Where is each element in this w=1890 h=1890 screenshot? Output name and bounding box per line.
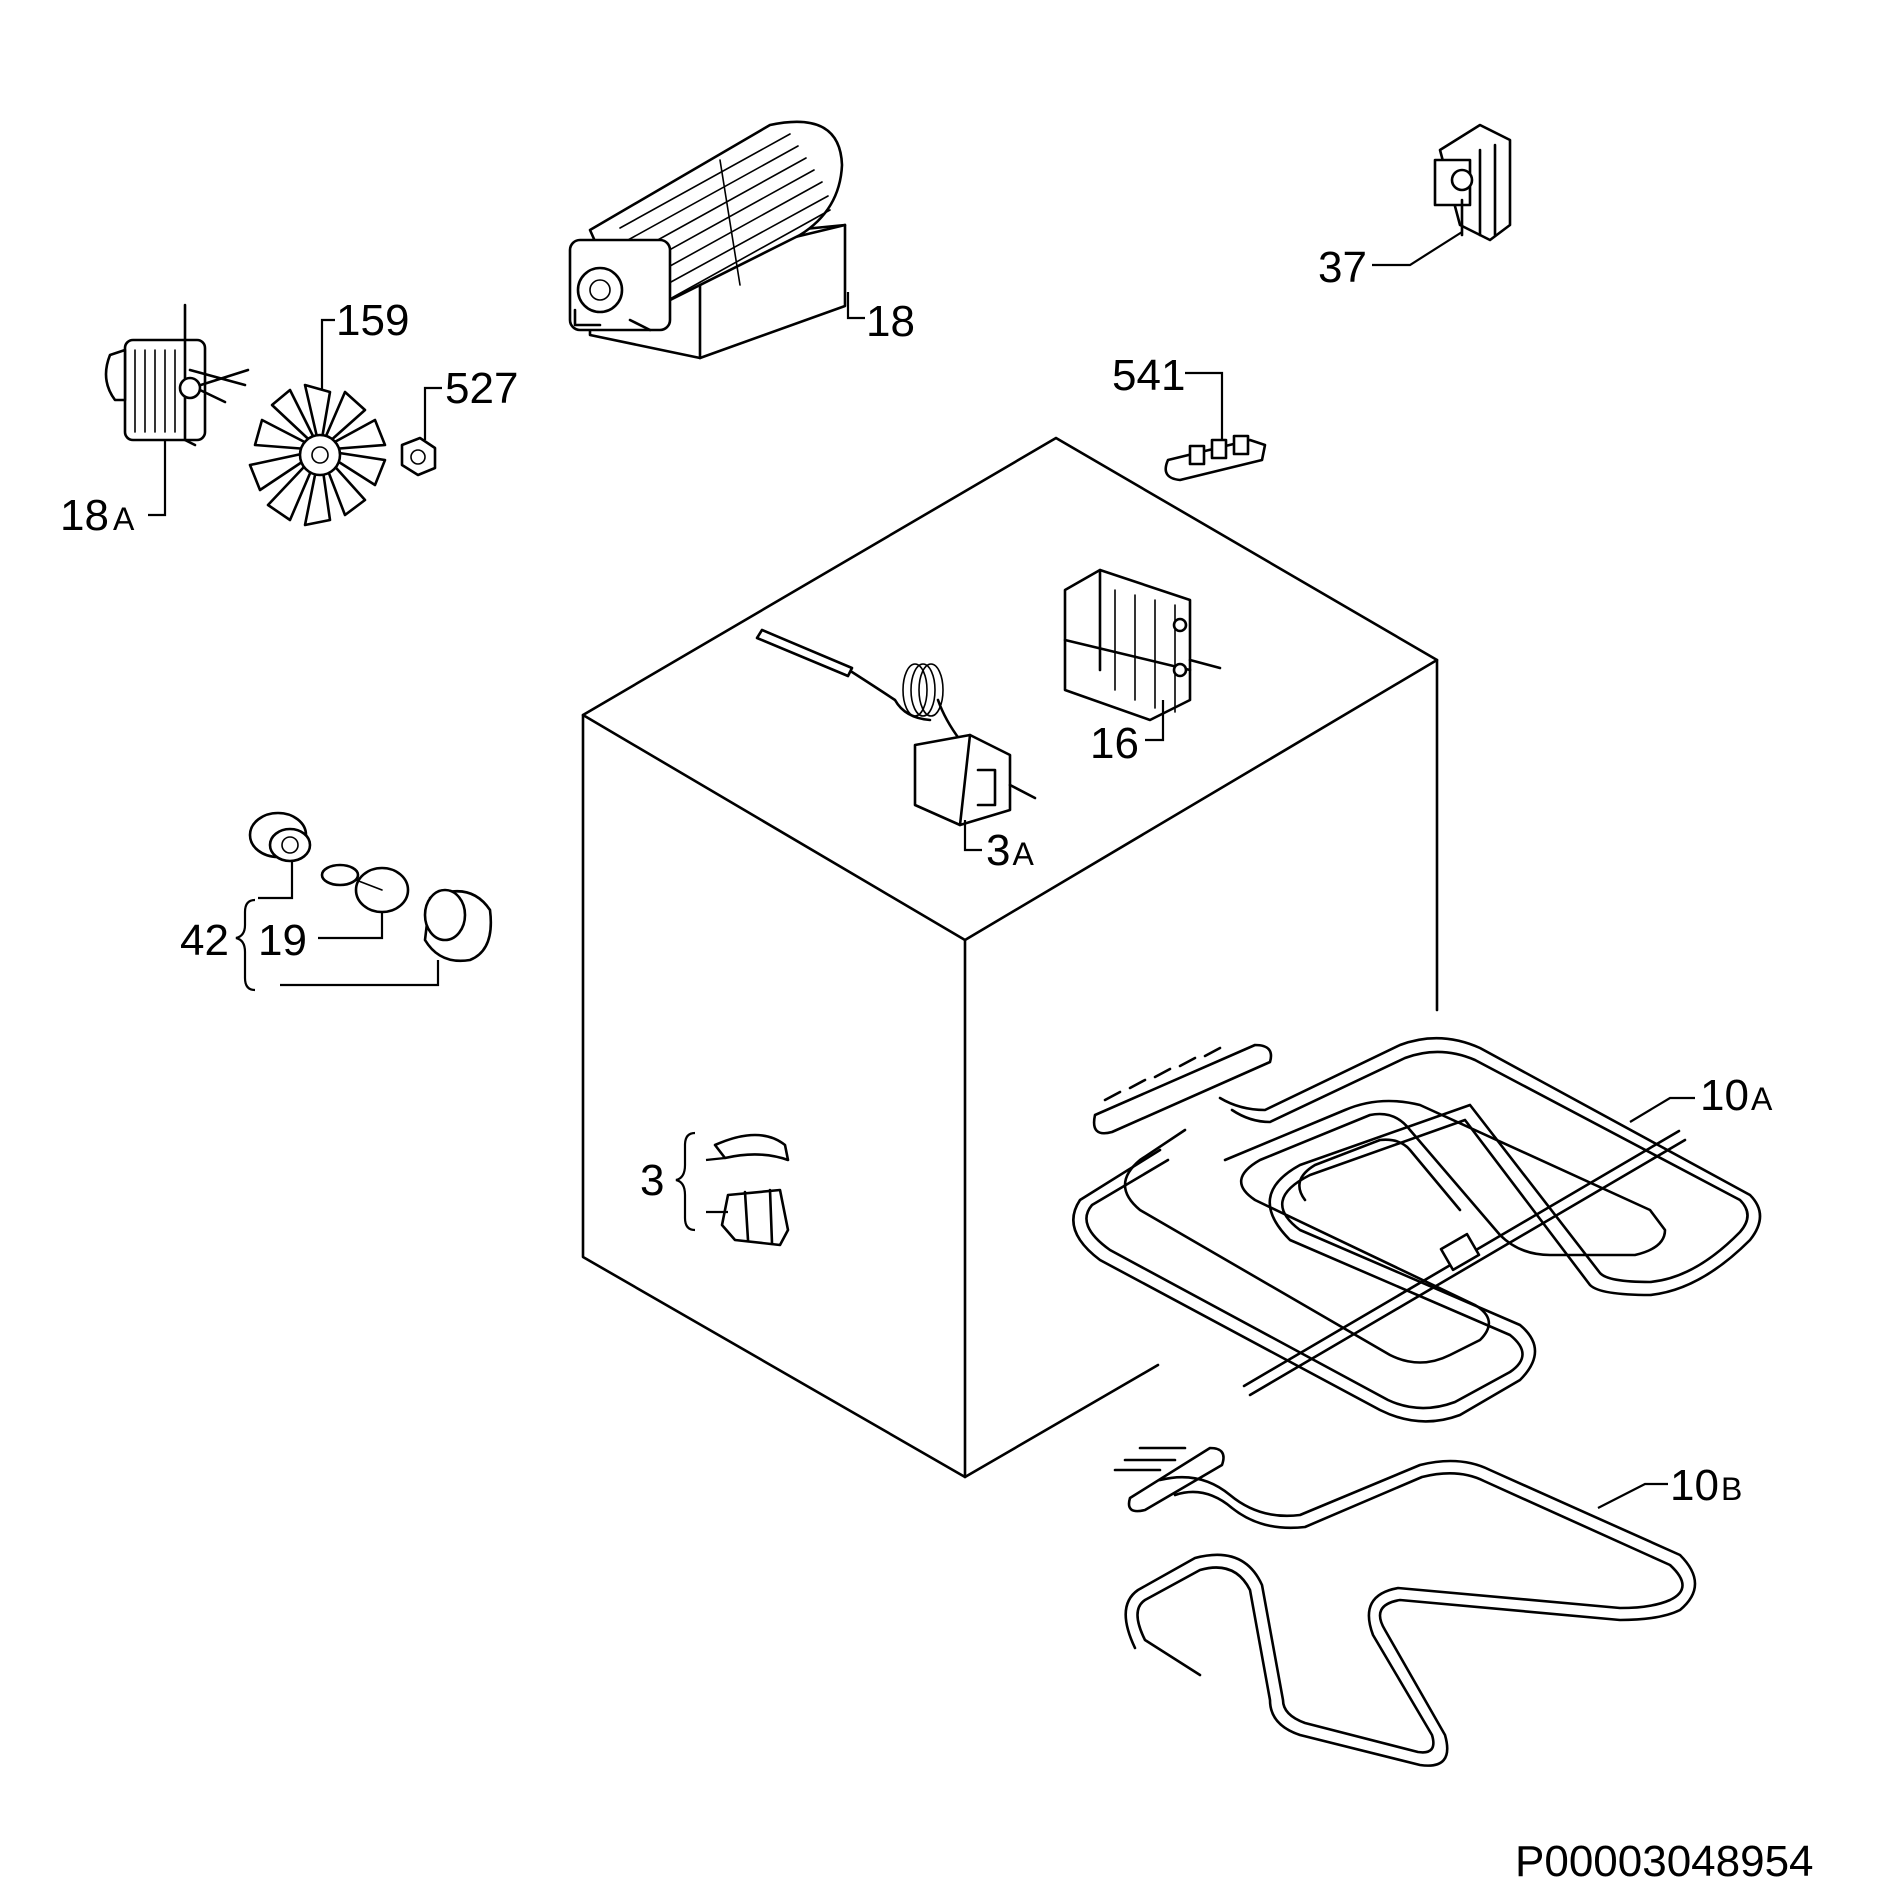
leader-159 bbox=[320, 318, 335, 390]
leader-18 bbox=[846, 292, 865, 320]
label-3: 3 bbox=[640, 1156, 664, 1205]
leader-18a bbox=[148, 440, 167, 517]
leader-10b bbox=[1597, 1482, 1668, 1509]
clip-part-upper bbox=[713, 1133, 790, 1162]
label-16: 16 bbox=[1090, 719, 1139, 768]
leader-3-upper bbox=[705, 1156, 726, 1162]
label-10a: 10A bbox=[1700, 1071, 1773, 1120]
lamp-bulb-part-19 bbox=[320, 863, 410, 914]
selector-switch-part-16 bbox=[1063, 568, 1222, 722]
lamp-holder-part bbox=[248, 811, 312, 863]
label-159: 159 bbox=[336, 296, 409, 345]
nut-part-527 bbox=[400, 436, 437, 477]
leader-16 bbox=[1145, 700, 1165, 742]
leader-37 bbox=[1372, 231, 1463, 267]
label-3a: 3A bbox=[986, 826, 1034, 875]
label-42: 42 bbox=[180, 916, 229, 965]
leader-42-holder bbox=[258, 862, 294, 900]
connector-part-37 bbox=[1433, 123, 1512, 242]
label-18: 18 bbox=[866, 297, 915, 346]
label-19: 19 bbox=[258, 916, 307, 965]
brace-3 bbox=[675, 1131, 696, 1232]
document-code: P00003048954 bbox=[1515, 1837, 1814, 1886]
label-541: 541 bbox=[1112, 351, 1185, 400]
clip-part-lower bbox=[720, 1188, 790, 1247]
tangential-fan-part-18 bbox=[568, 120, 847, 360]
lamp-cover-part bbox=[423, 888, 493, 963]
leader-3a bbox=[963, 820, 982, 852]
label-37: 37 bbox=[1318, 243, 1367, 292]
fan-motor-part-18a bbox=[104, 303, 250, 447]
thermostat-part-3a bbox=[755, 628, 1037, 827]
bottom-element-part-10b bbox=[1113, 1446, 1697, 1767]
fan-blade-part-159 bbox=[248, 383, 387, 527]
grill-element-part-10a bbox=[1072, 1036, 1762, 1423]
oven-cavity-box bbox=[581, 436, 1439, 1479]
leader-527 bbox=[423, 386, 442, 440]
label-527: 527 bbox=[445, 364, 518, 413]
leader-19 bbox=[318, 912, 384, 940]
leader-42-cover bbox=[280, 960, 440, 987]
leader-10a bbox=[1629, 1096, 1695, 1123]
terminal-strip-part-541 bbox=[1164, 434, 1267, 482]
label-10b: 10B bbox=[1670, 1461, 1742, 1510]
brace-42 bbox=[235, 898, 256, 992]
leader-541 bbox=[1185, 371, 1224, 440]
